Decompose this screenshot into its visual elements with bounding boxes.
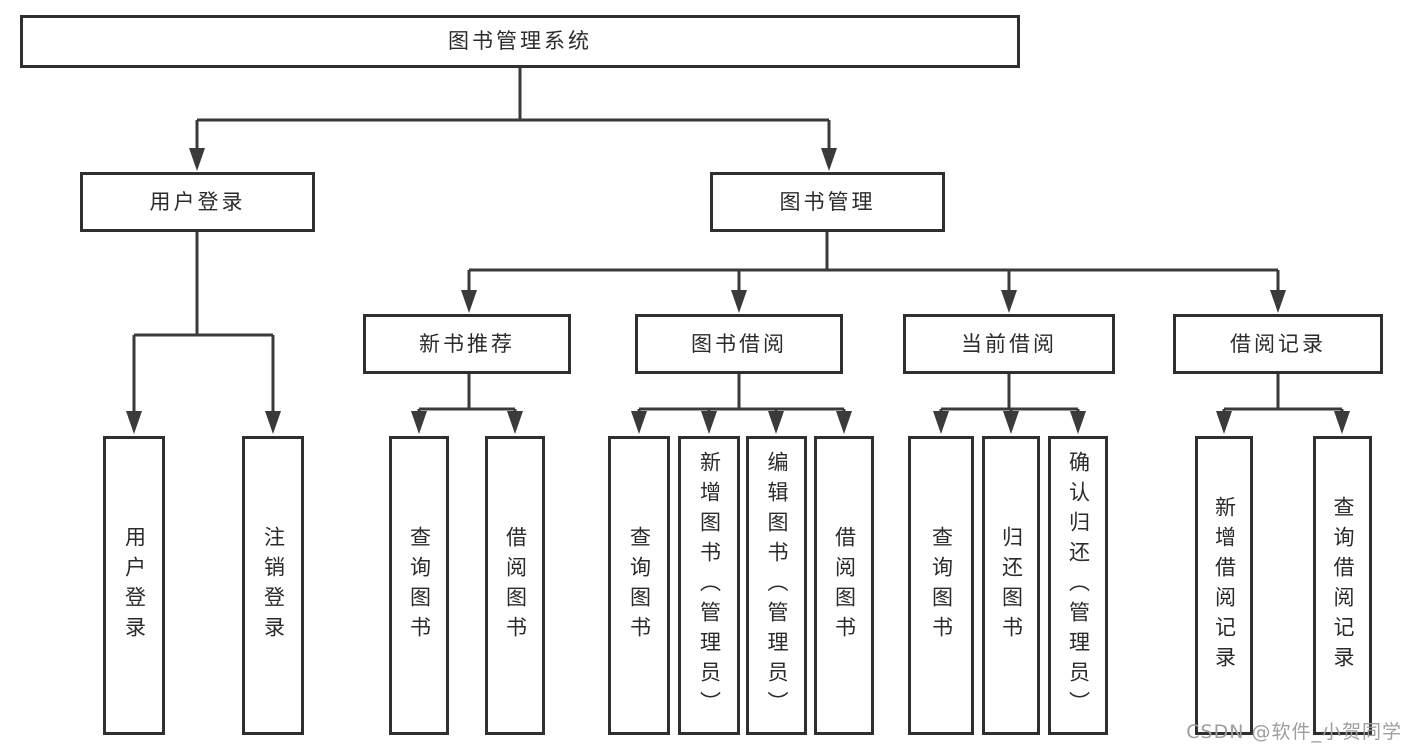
csdn-watermark: CSDN @软件_小贺同学 [1186,721,1402,743]
connector-borrow-to-leaves [637,374,846,412]
leaf-query-book-1-label: 查询图书 [407,525,432,646]
leaf-logout-label: 注销登录 [261,525,286,646]
arrowhead [265,411,281,434]
arrowhead [731,290,747,313]
arrowhead [189,148,205,171]
node-current-borrow: 当前借阅 [903,314,1115,374]
leaf-logout: 注销登录 [242,436,304,735]
node-user-login: 用户登录 [80,172,315,232]
node-user-login-label: 用户登录 [149,189,246,214]
arrowhead [821,148,837,171]
leaf-query-book-3: 查询图书 [908,436,974,735]
arrowhead [1216,411,1232,434]
connector-newbook-to-leaves [417,374,517,412]
leaf-user-login: 用户登录 [103,436,165,735]
node-root: 图书管理系统 [20,15,1020,68]
arrowhead [1001,290,1017,313]
arrowhead [701,411,717,434]
node-root-label: 图书管理系统 [448,29,592,53]
arrowhead [1070,411,1086,434]
connector-bookmgmt-to-level3 [467,232,1280,291]
node-new-book-recommend: 新书推荐 [363,314,571,374]
leaf-query-book-2-label: 查询图书 [627,525,652,646]
leaf-borrow-book-1-label: 借阅图书 [503,525,528,646]
leaf-borrow-book-2-label: 借阅图书 [832,525,857,646]
arrowhead [933,411,949,434]
node-book-borrow: 图书借阅 [635,314,843,374]
node-borrow-records-label: 借阅记录 [1230,331,1326,356]
arrowhead [1270,290,1286,313]
leaf-borrow-book-2: 借阅图书 [814,436,874,735]
leaf-query-book-2: 查询图书 [608,436,670,735]
leaf-edit-book-label: 编辑图书（管理员） [765,450,789,721]
leaf-add-record: 新增借阅记录 [1195,436,1253,735]
leaf-confirm-return: 确认归还（管理员） [1048,436,1108,735]
node-borrow-records: 借阅记录 [1173,314,1383,374]
leaf-edit-book: 编辑图书（管理员） [746,436,807,735]
leaf-query-book-1: 查询图书 [389,436,449,735]
leaf-confirm-return-label: 确认归还（管理员） [1066,450,1091,721]
arrowhead [631,411,647,434]
leaf-add-book: 新增图书（管理员） [678,436,740,735]
connector-root-to-level2 [195,68,831,149]
node-book-management: 图书管理 [710,172,945,232]
arrowhead [126,411,142,434]
arrowhead [1003,411,1019,434]
leaf-user-login-label: 用户登录 [122,525,147,646]
leaf-return-book-label: 归还图书 [999,525,1024,646]
arrowhead [768,411,784,434]
node-book-borrow-label: 图书借阅 [691,331,787,356]
leaf-add-book-label: 新增图书（管理员） [697,450,722,721]
leaf-return-book: 归还图书 [982,436,1040,735]
node-current-borrow-label: 当前借阅 [961,331,1057,356]
node-new-book-recommend-label: 新书推荐 [419,331,515,356]
arrowhead [836,411,852,434]
node-book-management-label: 图书管理 [779,189,876,214]
leaf-query-book-3-label: 查询图书 [929,525,954,646]
connector-records-to-leaves [1222,374,1344,412]
arrowhead [507,411,523,434]
arrowhead [411,411,427,434]
arrowhead [461,290,477,313]
arrowhead [1334,411,1350,434]
leaf-query-record: 查询借阅记录 [1313,436,1372,735]
connector-userlogin-to-leaves [132,232,275,412]
connector-current-to-leaves [939,374,1080,412]
leaf-borrow-book-1: 借阅图书 [485,436,545,735]
leaf-add-record-label: 新增借阅记录 [1212,495,1237,676]
leaf-query-record-label: 查询借阅记录 [1331,495,1355,676]
